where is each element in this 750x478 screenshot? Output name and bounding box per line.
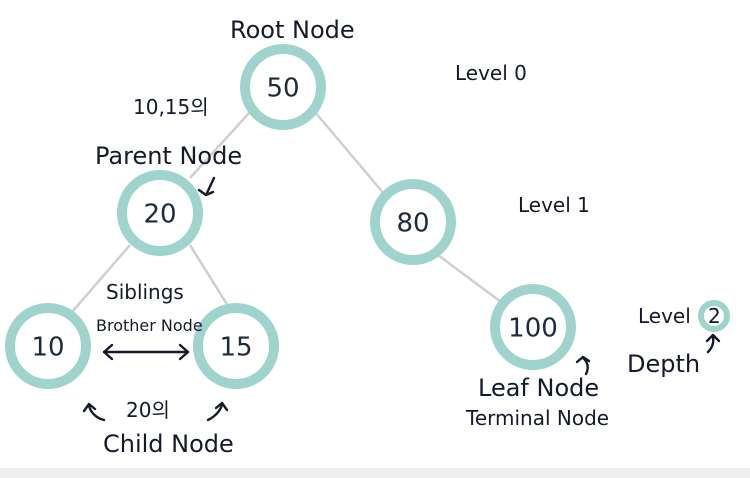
tree-node-15: 15 xyxy=(193,303,279,389)
depth-arrow-icon xyxy=(705,333,721,354)
leaf-node-label: Leaf Node xyxy=(478,374,599,402)
node-value: 20 xyxy=(143,200,176,230)
child-right-arrow-icon xyxy=(206,401,229,422)
tree-node-80: 80 xyxy=(370,179,456,265)
terminal-node-label: Terminal Node xyxy=(465,406,609,430)
node-value: 15 xyxy=(219,333,252,363)
root-node-label: Root Node xyxy=(230,16,355,44)
bottom-strip xyxy=(0,468,750,478)
edge-50-80 xyxy=(314,111,386,196)
parent-node-arrow-icon xyxy=(197,176,216,197)
edge-80-100 xyxy=(437,253,506,307)
sibling-double-arrow-icon xyxy=(102,343,190,361)
node-value: 80 xyxy=(396,209,429,239)
tree-node-20: 20 xyxy=(117,170,203,256)
level-2-label: Level xyxy=(638,304,691,328)
edge-50-20 xyxy=(189,111,251,179)
leaf-node-arrow-icon xyxy=(575,355,591,376)
tree-node-50: 50 xyxy=(240,44,326,130)
tree-node-10: 10 xyxy=(5,303,91,389)
child-left-arrow-icon xyxy=(82,402,106,422)
level-2-number: 2 xyxy=(708,304,721,328)
edge-20-15 xyxy=(188,244,230,307)
brother-node-label: Brother Node xyxy=(96,316,203,335)
level-0-label: Level 0 xyxy=(455,61,527,85)
parent-node-label: Parent Node xyxy=(95,142,242,170)
tree-node-100: 100 xyxy=(490,284,576,370)
level-2-marker-ring xyxy=(698,300,730,332)
depth-label: Depth xyxy=(627,350,700,378)
node-value: 10 xyxy=(31,333,64,363)
siblings-label: Siblings xyxy=(106,280,184,304)
child-node-label: Child Node xyxy=(103,430,234,458)
level-1-label: Level 1 xyxy=(518,193,590,217)
node-value: 50 xyxy=(266,74,299,104)
edge-20-10 xyxy=(71,244,131,313)
node-value: 100 xyxy=(508,314,558,344)
child-of-label: 20의 xyxy=(126,398,170,422)
edges xyxy=(71,111,506,313)
parent-of-label: 10,15의 xyxy=(133,95,209,119)
